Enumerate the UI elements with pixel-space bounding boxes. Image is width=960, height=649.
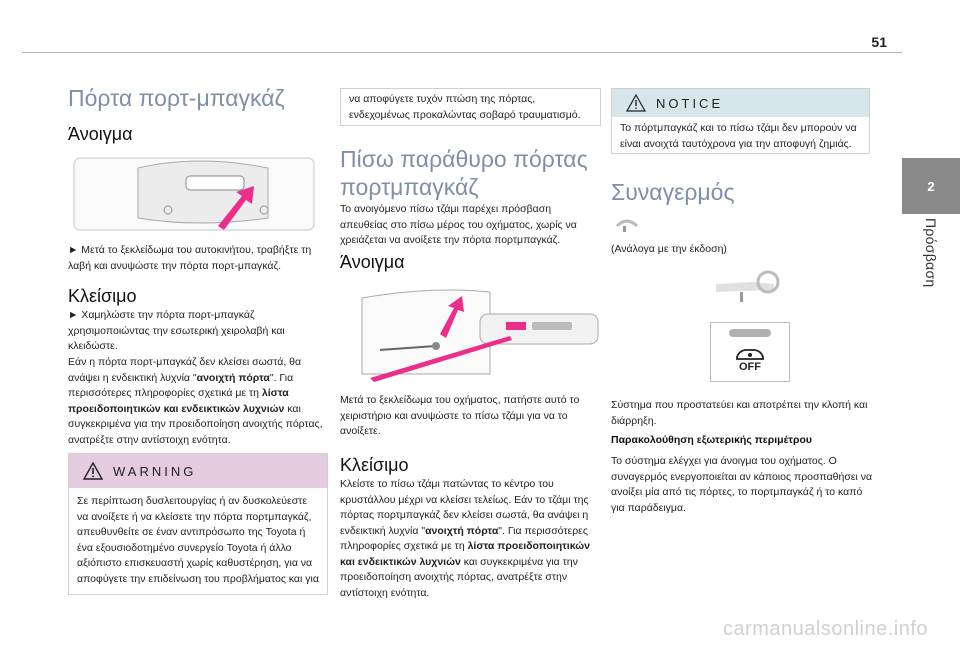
tailgate-close-p2: Εάν η πόρτα πορτ-μπαγκάζ δεν κλείσει σωσ…	[68, 355, 326, 448]
warning-triangle-icon	[83, 462, 103, 480]
release-button	[506, 322, 526, 330]
header-rule	[22, 52, 902, 53]
alarm-title: Συναγερμός	[611, 179, 735, 205]
car-alarm-icon	[736, 349, 764, 360]
tailgate-open-text: ► Μετά το ξεκλείδωμα του αυτοκινήτου, τρ…	[68, 244, 312, 272]
notice-box: NOTICE Το πόρτμπαγκάζ και το πίσω τζάμι …	[611, 88, 870, 154]
text-run: Κλείστε το πίσω τζάμι πατώντας το κέντρο…	[340, 478, 589, 537]
notice-triangle-icon	[626, 94, 646, 112]
text-run: ". Για περισσότερες πληροφορίες σχετικά …	[340, 524, 588, 553]
tailgate-handle-illustration	[68, 148, 328, 236]
chapter-number: 2	[927, 178, 935, 194]
dashboard-location-icon	[716, 270, 780, 302]
perimeter-heading: Παρακολούθηση εξωτερικής περιμέτρου	[611, 434, 813, 446]
rear-window-open-heading: Άνοιγμα	[340, 252, 405, 272]
rear-window-close-text: Κλείστε το πίσω τζάμι πατώντας το κέντρο…	[340, 477, 598, 601]
tailgate-close-p1: ► Χαμηλώστε την πόρτα πορτ-μπαγκάζ χρησι…	[68, 309, 285, 352]
off-label: OFF	[739, 361, 761, 373]
text-run: και συγκεκριμένα για την προειδοποίηση α…	[340, 555, 578, 599]
warning-continued-text: να αποφύγετε τυχόν πτώση της πόρτας, ενδ…	[349, 93, 581, 121]
notice-text: Το πόρτμπαγκάζ και το πίσω τζάμι δεν μπο…	[620, 122, 857, 150]
page-number: 51	[871, 34, 887, 50]
alarm-description: Σύστημα που προστατεύει και αποτρέπει τη…	[611, 399, 868, 427]
notice-header: NOTICE	[612, 89, 869, 117]
alarm-off-button-illustration: OFF	[710, 322, 790, 382]
warning-continued-box: να αποφύγετε τυχόν πτώση της πόρτας, ενδ…	[340, 88, 601, 126]
text-run: ". Για περισσότερες πληροφορίες σχετικά …	[68, 371, 294, 400]
pointer-line-icon	[370, 336, 512, 382]
rear-window-close-heading: Κλείσιμο	[340, 455, 409, 475]
pull-arrow-icon	[218, 186, 254, 230]
warning-header: WARNING	[69, 454, 327, 488]
indicator-slot	[729, 329, 771, 337]
open-door-lamp-term: ανοιχτή πόρτα	[196, 371, 270, 384]
tailgate-close-heading: Κλείσιμο	[68, 286, 137, 306]
rear-window-illustration	[340, 278, 600, 386]
watermark: carmanualsonline.info	[722, 618, 928, 640]
version-note: (Ανάλογα με την έκδοση)	[611, 243, 727, 255]
warning-lamps-list-term: λίστα προειδοποιητικών και ενδεικτικών λ…	[68, 387, 289, 415]
steering-version-icon	[615, 219, 639, 232]
title-line-1: Πίσω παράθυρο πόρτας	[340, 146, 588, 172]
title-line-2: πορτμπαγκάζ	[340, 174, 479, 200]
lift-arrow-icon	[440, 296, 464, 338]
warning-text: Σε περίπτωση δυσλειτουργίας ή αν δυσκολε…	[77, 495, 319, 585]
perimeter-text: Το σύστημα ελέγχει για άνοιγμα του οχήμα…	[611, 455, 873, 514]
tailgate-open-heading: Άνοιγμα	[68, 124, 133, 144]
chapter-tab[interactable]: 2	[902, 158, 960, 214]
tailgate-title: Πόρτα πορτ-μπαγκάζ	[68, 85, 285, 111]
warning-box: WARNING Σε περίπτωση δυσλειτουργίας ή αν…	[68, 453, 328, 595]
chapter-tab-label-area: Πρόσβαση	[902, 214, 960, 304]
rear-window-intro: Το ανοιγόμενο πίσω τζάμι παρέχει πρόσβασ…	[340, 203, 577, 246]
warning-label: WARNING	[113, 463, 197, 479]
text-run: και συγκεκριμένα για την προειδοποίηση α…	[68, 402, 323, 446]
warning-lamps-list-term: λίστα προειδοποιητικών και ενδεικτικών λ…	[340, 540, 590, 568]
chapter-label: Πρόσβαση	[923, 218, 939, 288]
text-run: Εάν η πόρτα πορτ-μπαγκάζ δεν κλείσει σωσ…	[68, 356, 302, 384]
notice-label: NOTICE	[656, 95, 724, 111]
rear-window-open-text: Μετά το ξεκλείδωμα του οχήματος, πατήστε…	[340, 394, 580, 437]
open-door-lamp-term: ανοιχτή πόρτα	[425, 524, 499, 537]
